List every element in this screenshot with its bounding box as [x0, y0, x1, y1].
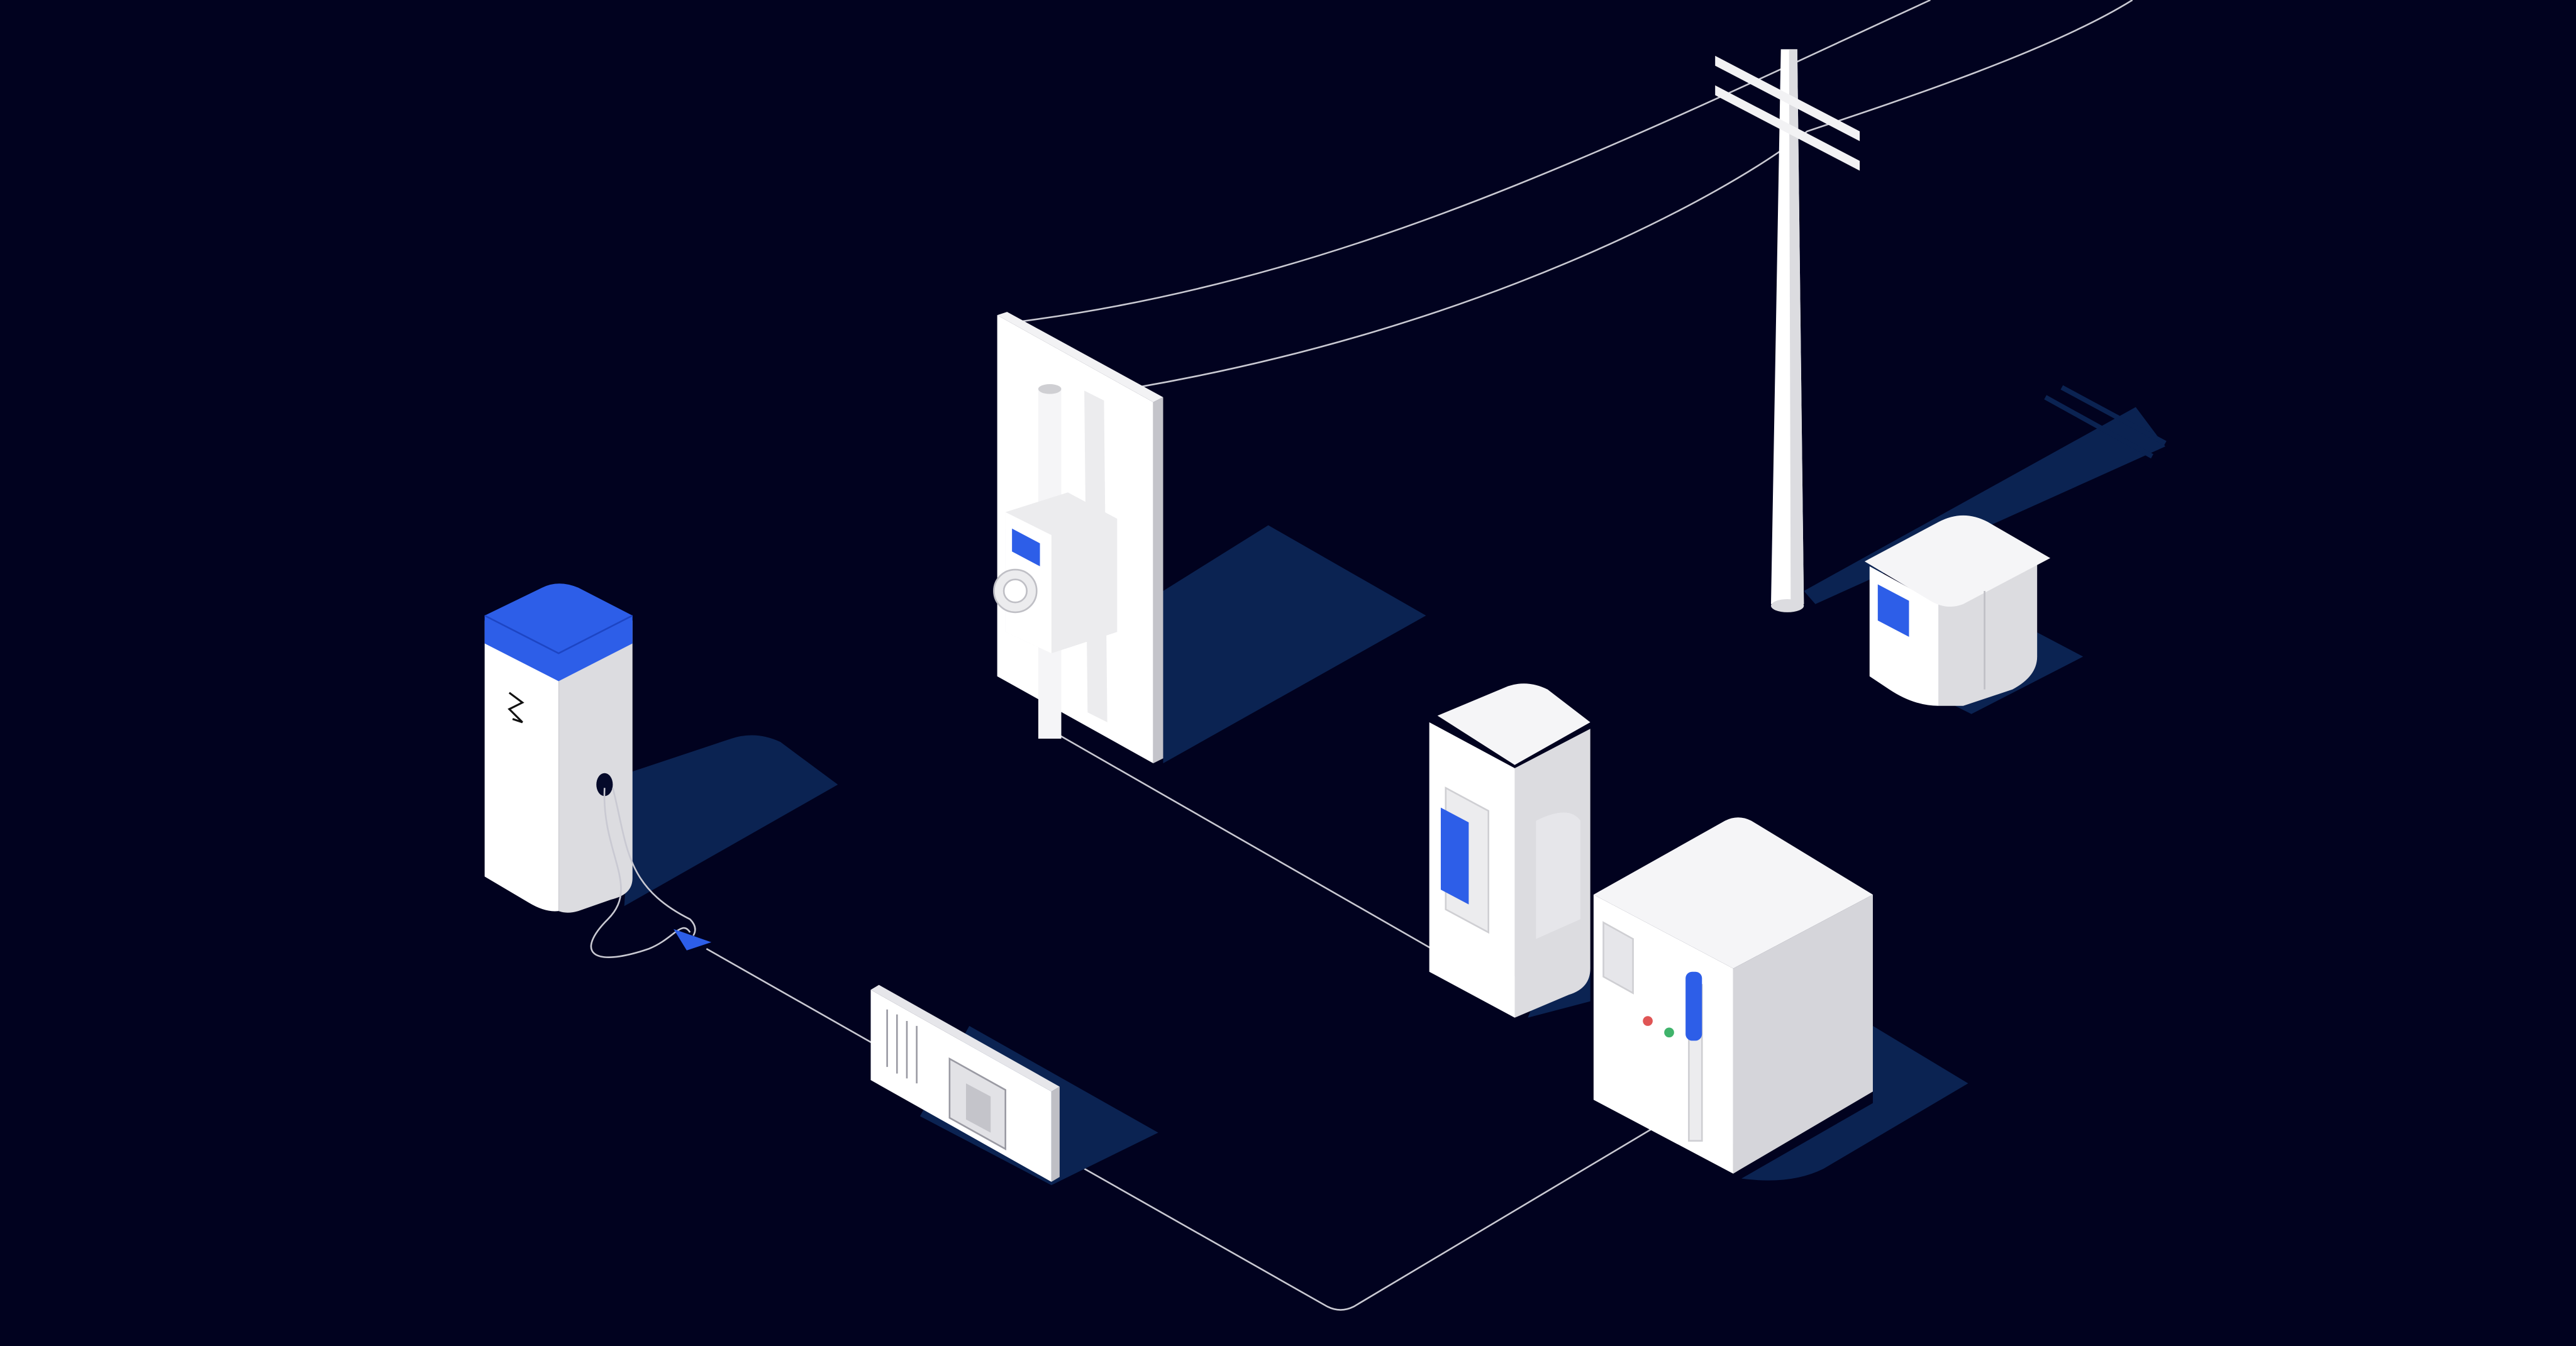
- pole-crossarm: [1715, 55, 1860, 141]
- charger-right-face: [558, 620, 633, 913]
- pole-crossarm-shadow: [2044, 385, 2167, 459]
- lightning-bolt-icon: [508, 692, 525, 724]
- charging-cable: [590, 788, 691, 958]
- breaker-panel: [870, 985, 1060, 1182]
- electric-meter-board: [993, 312, 1163, 764]
- charging-port: [596, 773, 613, 797]
- meter-label: [1012, 528, 1040, 566]
- transformer-label: [1877, 584, 1909, 637]
- indicator-red: [1643, 1016, 1653, 1026]
- inverter-unit: [1593, 817, 1873, 1174]
- electrical-cabinet: [1429, 683, 1591, 1018]
- cabinet-label: [1440, 807, 1469, 905]
- utility-pole: [1715, 49, 1860, 612]
- connection-lines: [706, 734, 1652, 1311]
- charger-left-face: [484, 620, 559, 912]
- inverter-handle: [1685, 971, 1702, 1041]
- charger-blue-cap: [484, 583, 633, 681]
- ev-charger-tower: [484, 583, 712, 958]
- plug-arrow-icon: [674, 929, 712, 951]
- inverter-display: [1602, 921, 1634, 995]
- pole-crossarm: [1715, 85, 1860, 171]
- transformer-box: [1864, 515, 2051, 706]
- indicator-green: [1664, 1027, 1674, 1038]
